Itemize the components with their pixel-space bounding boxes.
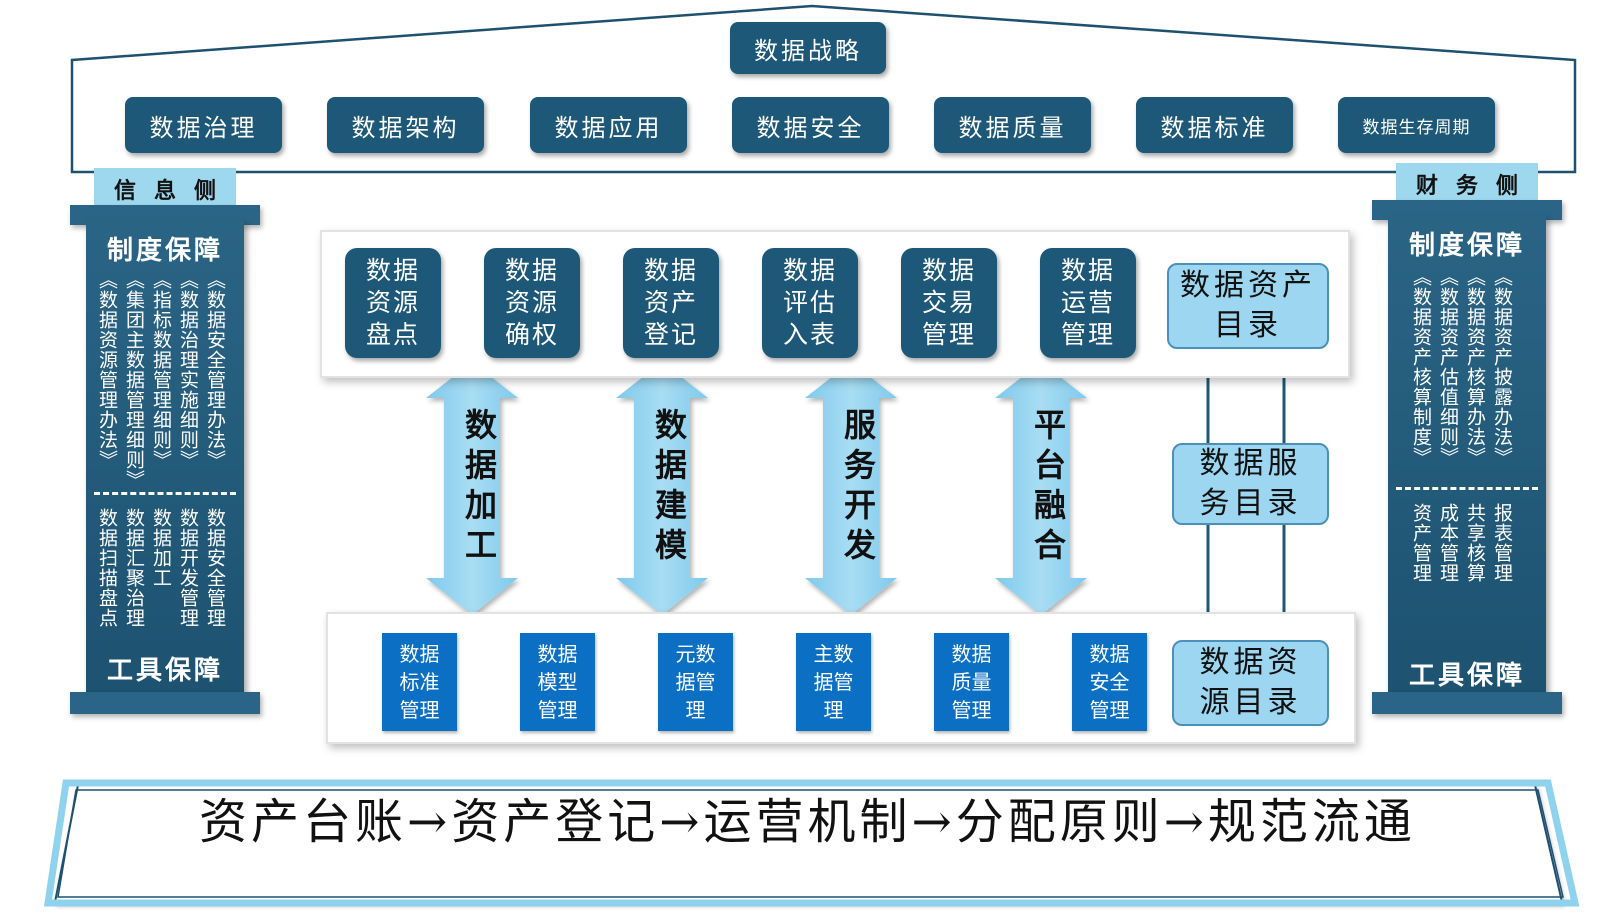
right-pillar-base	[1372, 692, 1562, 714]
arrow-data-modeling	[616, 362, 708, 615]
tile-asset-registration: 数据资产登记	[623, 248, 719, 358]
right-side-label: 财务侧	[1396, 163, 1538, 205]
tile-operation-management: 数据运营管理	[1040, 248, 1136, 358]
catalog-resource: 数据资源目录	[1172, 640, 1329, 726]
arrow-label-modeling: 数据建模	[650, 408, 688, 568]
left-policy-title: 制度保障	[106, 236, 223, 266]
roof-item-architecture: 数据架构	[327, 97, 484, 153]
right-pillar: 制度保障 《数据资产核算制度》 《数据资产估值细则》 《数据资产核算办法》 《数…	[1388, 215, 1546, 698]
roof-item-quality: 数据质量	[934, 97, 1091, 153]
left-tool-title: 工具保障	[106, 656, 223, 686]
roof-item-standard: 数据标准	[1136, 97, 1293, 153]
left-tool-item: 数据扫描盘点	[96, 508, 118, 628]
catalog-service: 数据服务目录	[1172, 443, 1329, 525]
btile-model: 数据模型管理	[520, 633, 595, 731]
right-policy-item: 《数据资产估值细则》	[1437, 267, 1459, 467]
right-tool-list: 资产管理 成本管理 共享核算 报表管理	[1410, 503, 1513, 583]
left-tool-list: 数据扫描盘点 数据汇聚治理 数据加工 数据开发管理 数据安全管理	[96, 508, 226, 628]
right-tool-title: 工具保障	[1408, 661, 1525, 691]
left-tool-item: 数据加工	[150, 508, 172, 588]
arrow-platform-integration	[995, 362, 1087, 615]
process-flow-text: 资产台账→资产登记→运营机制→分配原则→规范流通	[199, 794, 1416, 850]
left-policy-item: 《数据安全管理办法》	[204, 270, 226, 470]
left-divider	[94, 492, 236, 495]
btile-standard: 数据标准管理	[382, 633, 457, 731]
btile-master-data: 主数据管理	[796, 633, 871, 731]
right-tool-item: 成本管理	[1437, 503, 1459, 583]
roof-item-application: 数据应用	[530, 97, 687, 153]
arrow-label-processing: 数据加工	[460, 408, 498, 568]
arrow-service-development	[805, 362, 897, 615]
right-policy-list: 《数据资产核算制度》 《数据资产估值细则》 《数据资产核算办法》 《数据资产披露…	[1410, 267, 1513, 467]
arrow-label-platform: 平台融合	[1029, 408, 1067, 568]
roof-item-lifecycle: 数据生存周期	[1338, 97, 1495, 153]
tile-valuation-recording: 数据评估入表	[762, 248, 858, 358]
strategy-box: 数据战略	[730, 22, 886, 74]
right-divider	[1396, 487, 1538, 490]
arrow-data-processing	[426, 362, 518, 615]
left-tool-item: 数据开发管理	[177, 508, 199, 628]
right-policy-item: 《数据资产核算办法》	[1464, 267, 1486, 467]
left-pillar-base	[70, 692, 260, 714]
roof-item-governance: 数据治理	[125, 97, 282, 153]
left-policy-list: 《数据资源管理办法》 《集团主数据管理细则》 《指标数据管理细则》 《数据治理实…	[96, 270, 226, 490]
left-tool-item: 数据安全管理	[204, 508, 226, 628]
tile-resource-inventory: 数据资源盘点	[345, 248, 441, 358]
tile-resource-rights: 数据资源确权	[484, 248, 580, 358]
tile-trading-management: 数据交易管理	[901, 248, 997, 358]
left-policy-item: 《集团主数据管理细则》	[123, 270, 145, 490]
right-tool-item: 报表管理	[1491, 503, 1513, 583]
left-policy-item: 《数据资源管理办法》	[96, 270, 118, 470]
right-policy-title: 制度保障	[1408, 231, 1525, 261]
right-tool-item: 资产管理	[1410, 503, 1432, 583]
btile-quality: 数据质量管理	[934, 633, 1009, 731]
right-policy-item: 《数据资产核算制度》	[1410, 267, 1432, 467]
right-tool-item: 共享核算	[1464, 503, 1486, 583]
catalog-asset: 数据资产目录	[1167, 263, 1329, 349]
left-policy-item: 《指标数据管理细则》	[150, 270, 172, 470]
left-pillar: 制度保障 《数据资源管理办法》 《集团主数据管理细则》 《指标数据管理细则》 《…	[86, 220, 244, 698]
left-policy-item: 《数据治理实施细则》	[177, 270, 199, 470]
roof-item-security: 数据安全	[732, 97, 889, 153]
arrow-label-service-dev: 服务开发	[839, 408, 877, 568]
btile-metadata: 元数据管理	[658, 633, 733, 731]
left-tool-item: 数据汇聚治理	[123, 508, 145, 628]
right-policy-item: 《数据资产披露办法》	[1491, 267, 1513, 467]
left-side-label: 信息侧	[94, 168, 236, 210]
btile-security: 数据安全管理	[1072, 633, 1147, 731]
